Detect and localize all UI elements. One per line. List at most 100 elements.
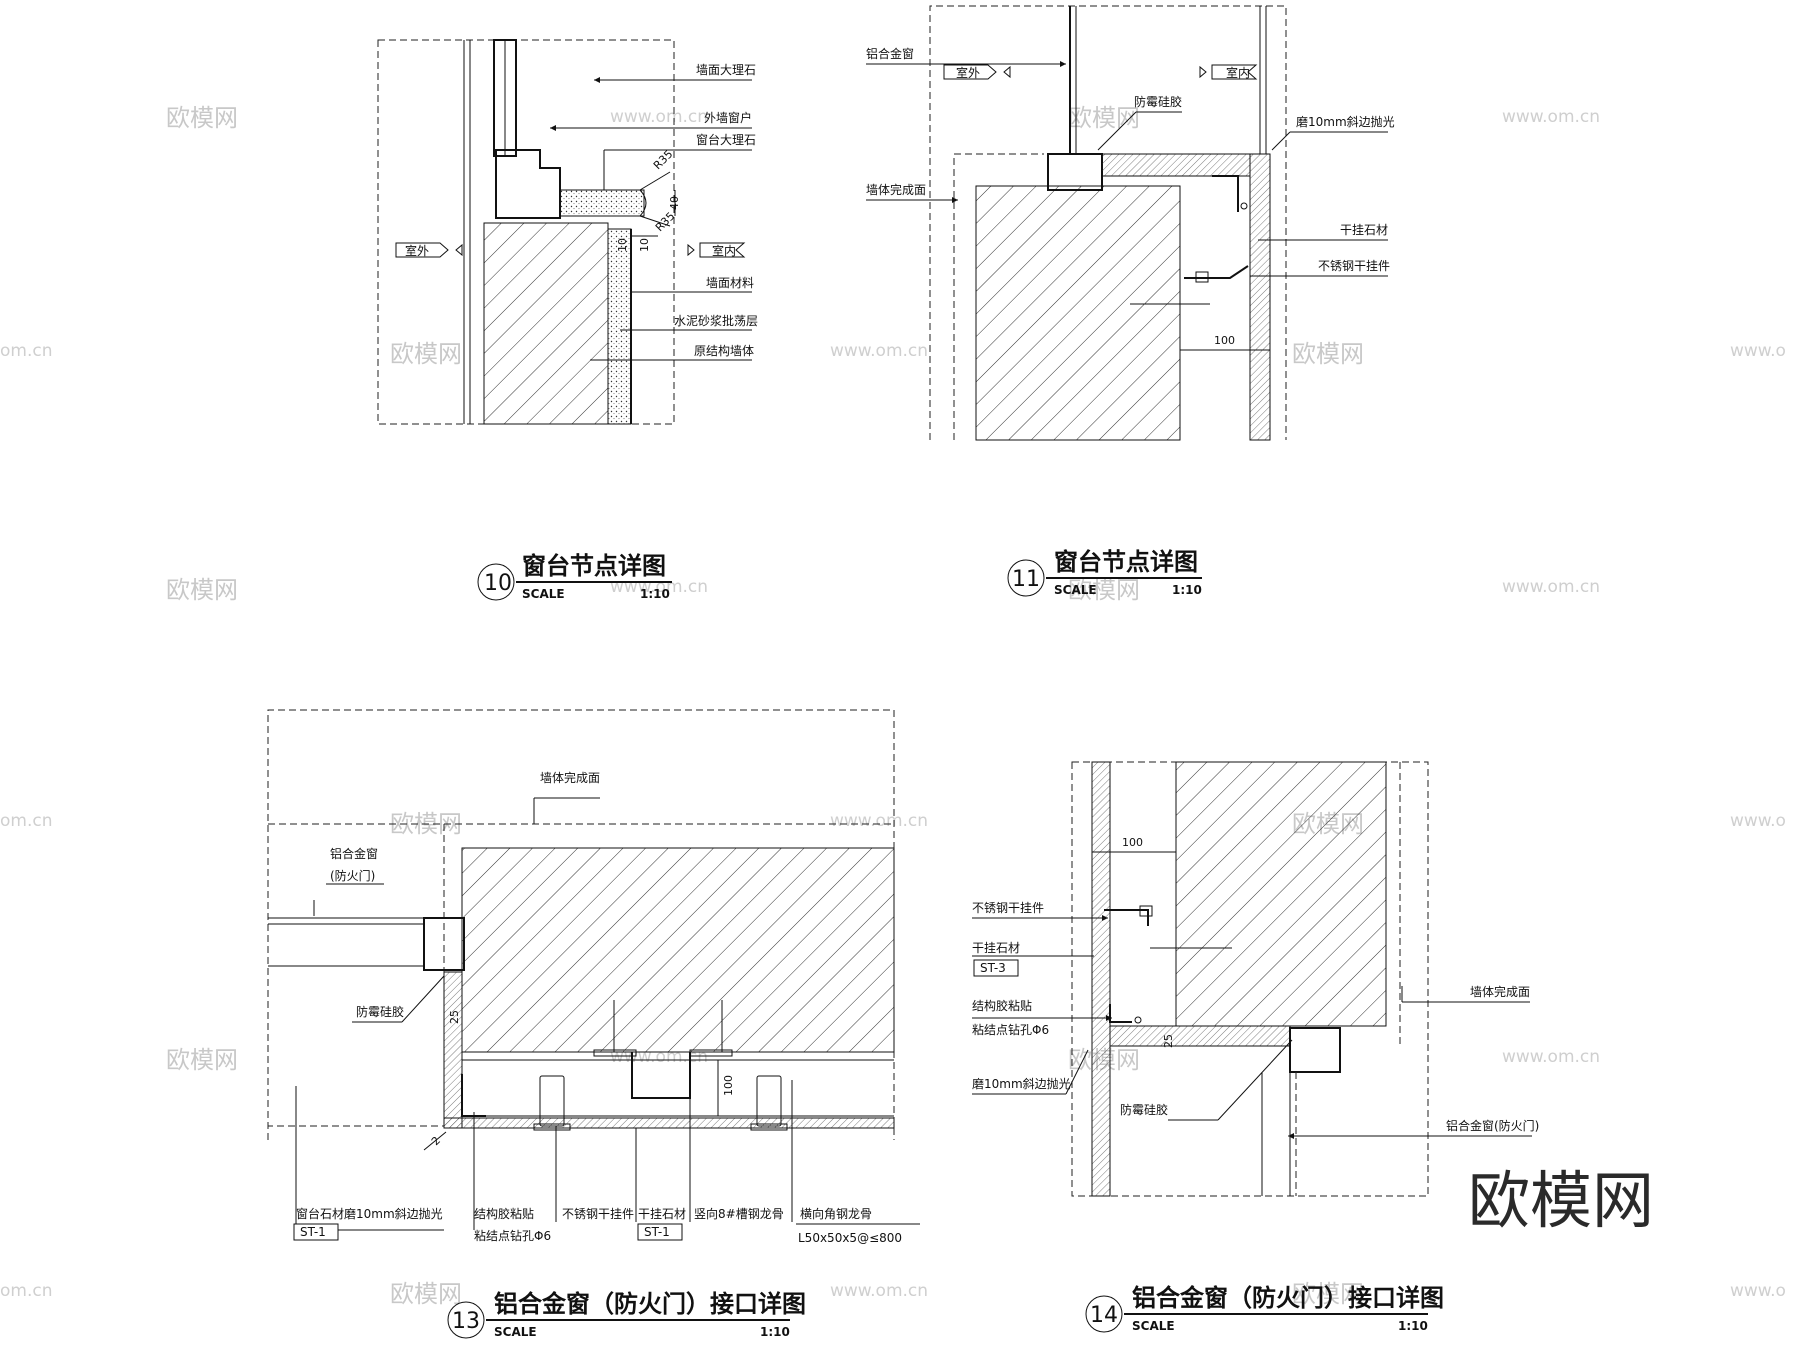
wall-finish-face xyxy=(1398,762,1401,1045)
watermark-url: www.o xyxy=(1730,1281,1786,1301)
scale-value: 1:10 xyxy=(1398,1319,1428,1333)
scale-value: 1:10 xyxy=(640,587,670,601)
callout-adhesive-drill-hole: 粘结点钻孔Φ6 xyxy=(972,1022,1049,1037)
detail-title: 窗台节点详图 xyxy=(1054,548,1198,576)
callout-exterior-window: 外墙窗户 xyxy=(704,110,752,125)
dim-100: 100 xyxy=(1122,836,1143,849)
dim-10-b: 10 xyxy=(638,238,651,252)
outdoor-label: 室外 xyxy=(405,243,429,258)
cladding-stone xyxy=(1249,153,1271,441)
watermark-url: www.om.cn xyxy=(830,811,928,831)
outdoor-tag xyxy=(395,242,449,258)
callout-wall-finish: 墙体完成面 xyxy=(1470,984,1530,999)
scale-value: 1:10 xyxy=(1172,583,1202,597)
aluminium-window-frame xyxy=(1047,153,1103,191)
steel-cladding-bracket xyxy=(1104,909,1149,926)
callout-wall-material: 墙面材料 xyxy=(706,276,754,290)
callout-aluminium-window: 铝合金窗 xyxy=(330,846,378,861)
stainless-bracket xyxy=(756,1075,782,1127)
dim-r35-top: R35 xyxy=(651,148,675,172)
callout-aluminium-window: 铝合金窗 xyxy=(866,46,914,61)
callout-fire-door: (防火门) xyxy=(330,868,375,883)
scale-label: SCALE xyxy=(1054,583,1097,597)
callout-structural-wall: 原结构墙体 xyxy=(694,343,754,358)
detail-14: 100 25 不锈钢干挂件 干挂石材 ST-3 结构胶粘贴 粘结点钻孔Φ6 磨1… xyxy=(972,761,1539,1333)
watermark-url: www.om.cn xyxy=(610,107,708,127)
angle-bracket xyxy=(1109,1004,1132,1023)
sill-nosing-radius xyxy=(639,189,647,217)
callout-dry-hung-stone: 干挂石材 xyxy=(1340,223,1388,237)
callout-angle-keel: 横向角钢龙骨 xyxy=(800,1206,872,1221)
watermark-brand: 欧模网 xyxy=(166,104,238,132)
aluminium-window-frame xyxy=(1289,1027,1341,1073)
wall-finish-face xyxy=(953,153,1044,440)
dim-10-a: 10 xyxy=(616,238,629,252)
callout-mildew-silicone: 防霉硅胶 xyxy=(1134,94,1182,109)
indoor-label: 室内 xyxy=(712,243,736,258)
callout-mildew-silicone: 防霉硅胶 xyxy=(1120,1102,1168,1117)
watermark-url: www.om.cn xyxy=(1502,107,1600,127)
callout-mildew-silicone: 防霉硅胶 xyxy=(356,1004,404,1019)
callout-angle-keel-spec: L50x50x5@≤800 xyxy=(798,1231,902,1245)
steel-cladding-bracket xyxy=(1184,265,1249,279)
angle-bracket xyxy=(1212,175,1239,212)
callout-mortar-layer: 水泥砂浆批荡层 xyxy=(674,313,758,328)
watermark-url: om.cn xyxy=(0,811,53,831)
watermark-brand: 欧模网 xyxy=(1068,576,1140,604)
callout-sill-stone: 窗台石材 xyxy=(296,1206,344,1221)
aluminium-window-frame xyxy=(423,917,465,971)
callout-wall-finish: 墙体完成面 xyxy=(540,770,600,785)
callout-steel-bracket: 不锈钢干挂件 xyxy=(1318,259,1390,273)
scale-label: SCALE xyxy=(1132,1319,1175,1333)
detail-number: 10 xyxy=(484,571,512,596)
callout-channel-keel: 竖向8#槽钢龙骨 xyxy=(694,1206,784,1221)
dim-40: 40 xyxy=(668,196,681,210)
callout-bevel-polish: 磨10mm斜边抛光 xyxy=(1296,114,1395,129)
wall-finish-face xyxy=(268,823,445,1127)
callout-adhesive-drill-hole: 粘结点钻孔Φ6 xyxy=(474,1228,551,1243)
scale-label: SCALE xyxy=(522,587,565,601)
watermark-url: www.o xyxy=(1730,811,1786,831)
detail-title: 铝合金窗（防火门）接口详图 xyxy=(494,1290,806,1318)
indoor-label: 室内 xyxy=(1226,65,1250,80)
sill-stone xyxy=(1101,153,1251,177)
indoor-arrow-icon xyxy=(1199,65,1207,79)
outdoor-label: 室外 xyxy=(956,65,980,80)
structural-wall xyxy=(483,222,609,425)
outdoor-tag xyxy=(943,64,997,80)
watermark-brand: 欧模网 xyxy=(390,340,462,368)
dry-hung-stone xyxy=(443,1117,895,1129)
indoor-tag xyxy=(699,242,746,258)
detail-boundary xyxy=(929,5,1287,440)
dim-25: 25 xyxy=(448,1010,461,1024)
sill-marble-slab xyxy=(559,189,645,217)
detail-13: 100 25 2 墙体完成面 铝合金窗 (防火门) 防霉硅胶 窗台石材 ST-1… xyxy=(267,709,920,1339)
watermark-brand: 欧模网 xyxy=(1068,104,1140,132)
watermark-brand: 欧模网 xyxy=(166,1046,238,1074)
indoor-tag xyxy=(1211,64,1258,80)
sill-stone xyxy=(1109,1025,1291,1047)
watermark-brand: 欧模网 xyxy=(1292,1280,1364,1308)
callout-dry-hung-stone: 干挂石材 xyxy=(972,941,1020,955)
detail-number-circle xyxy=(1085,1295,1123,1333)
watermark-url: om.cn xyxy=(0,341,53,361)
mortar-render-layer xyxy=(607,228,632,425)
callout-dry-hung-stone: 干挂石材 xyxy=(638,1207,686,1221)
outdoor-arrow-icon xyxy=(1003,65,1011,79)
scale-value: 1:10 xyxy=(760,1325,790,1339)
material-tag-text: ST-1 xyxy=(644,1225,670,1239)
material-tag-text: ST-1 xyxy=(300,1225,326,1239)
callout-steel-bracket: 不锈钢干挂件 xyxy=(972,901,1044,915)
detail-11: 100 铝合金窗 防霉硅胶 磨10mm斜边抛光 墙体完成面 干挂石材 不锈钢干挂… xyxy=(866,5,1395,597)
callout-aluminium-window-fire-door: 铝合金窗(防火门) xyxy=(1446,1118,1539,1133)
detail-title: 铝合金窗（防火门）接口详图 xyxy=(1132,1284,1444,1312)
sill-stone xyxy=(443,971,463,1129)
angle-steel-keel xyxy=(461,1074,486,1117)
dim-100: 100 xyxy=(1214,334,1235,347)
detail-number-circle xyxy=(447,1301,485,1339)
watermark-brand: 欧模网 xyxy=(390,1280,462,1308)
window-sill-profile xyxy=(495,149,561,219)
stainless-bracket xyxy=(539,1075,565,1127)
dry-hung-stone xyxy=(1091,761,1111,1197)
material-tag-text: ST-3 xyxy=(980,961,1006,975)
